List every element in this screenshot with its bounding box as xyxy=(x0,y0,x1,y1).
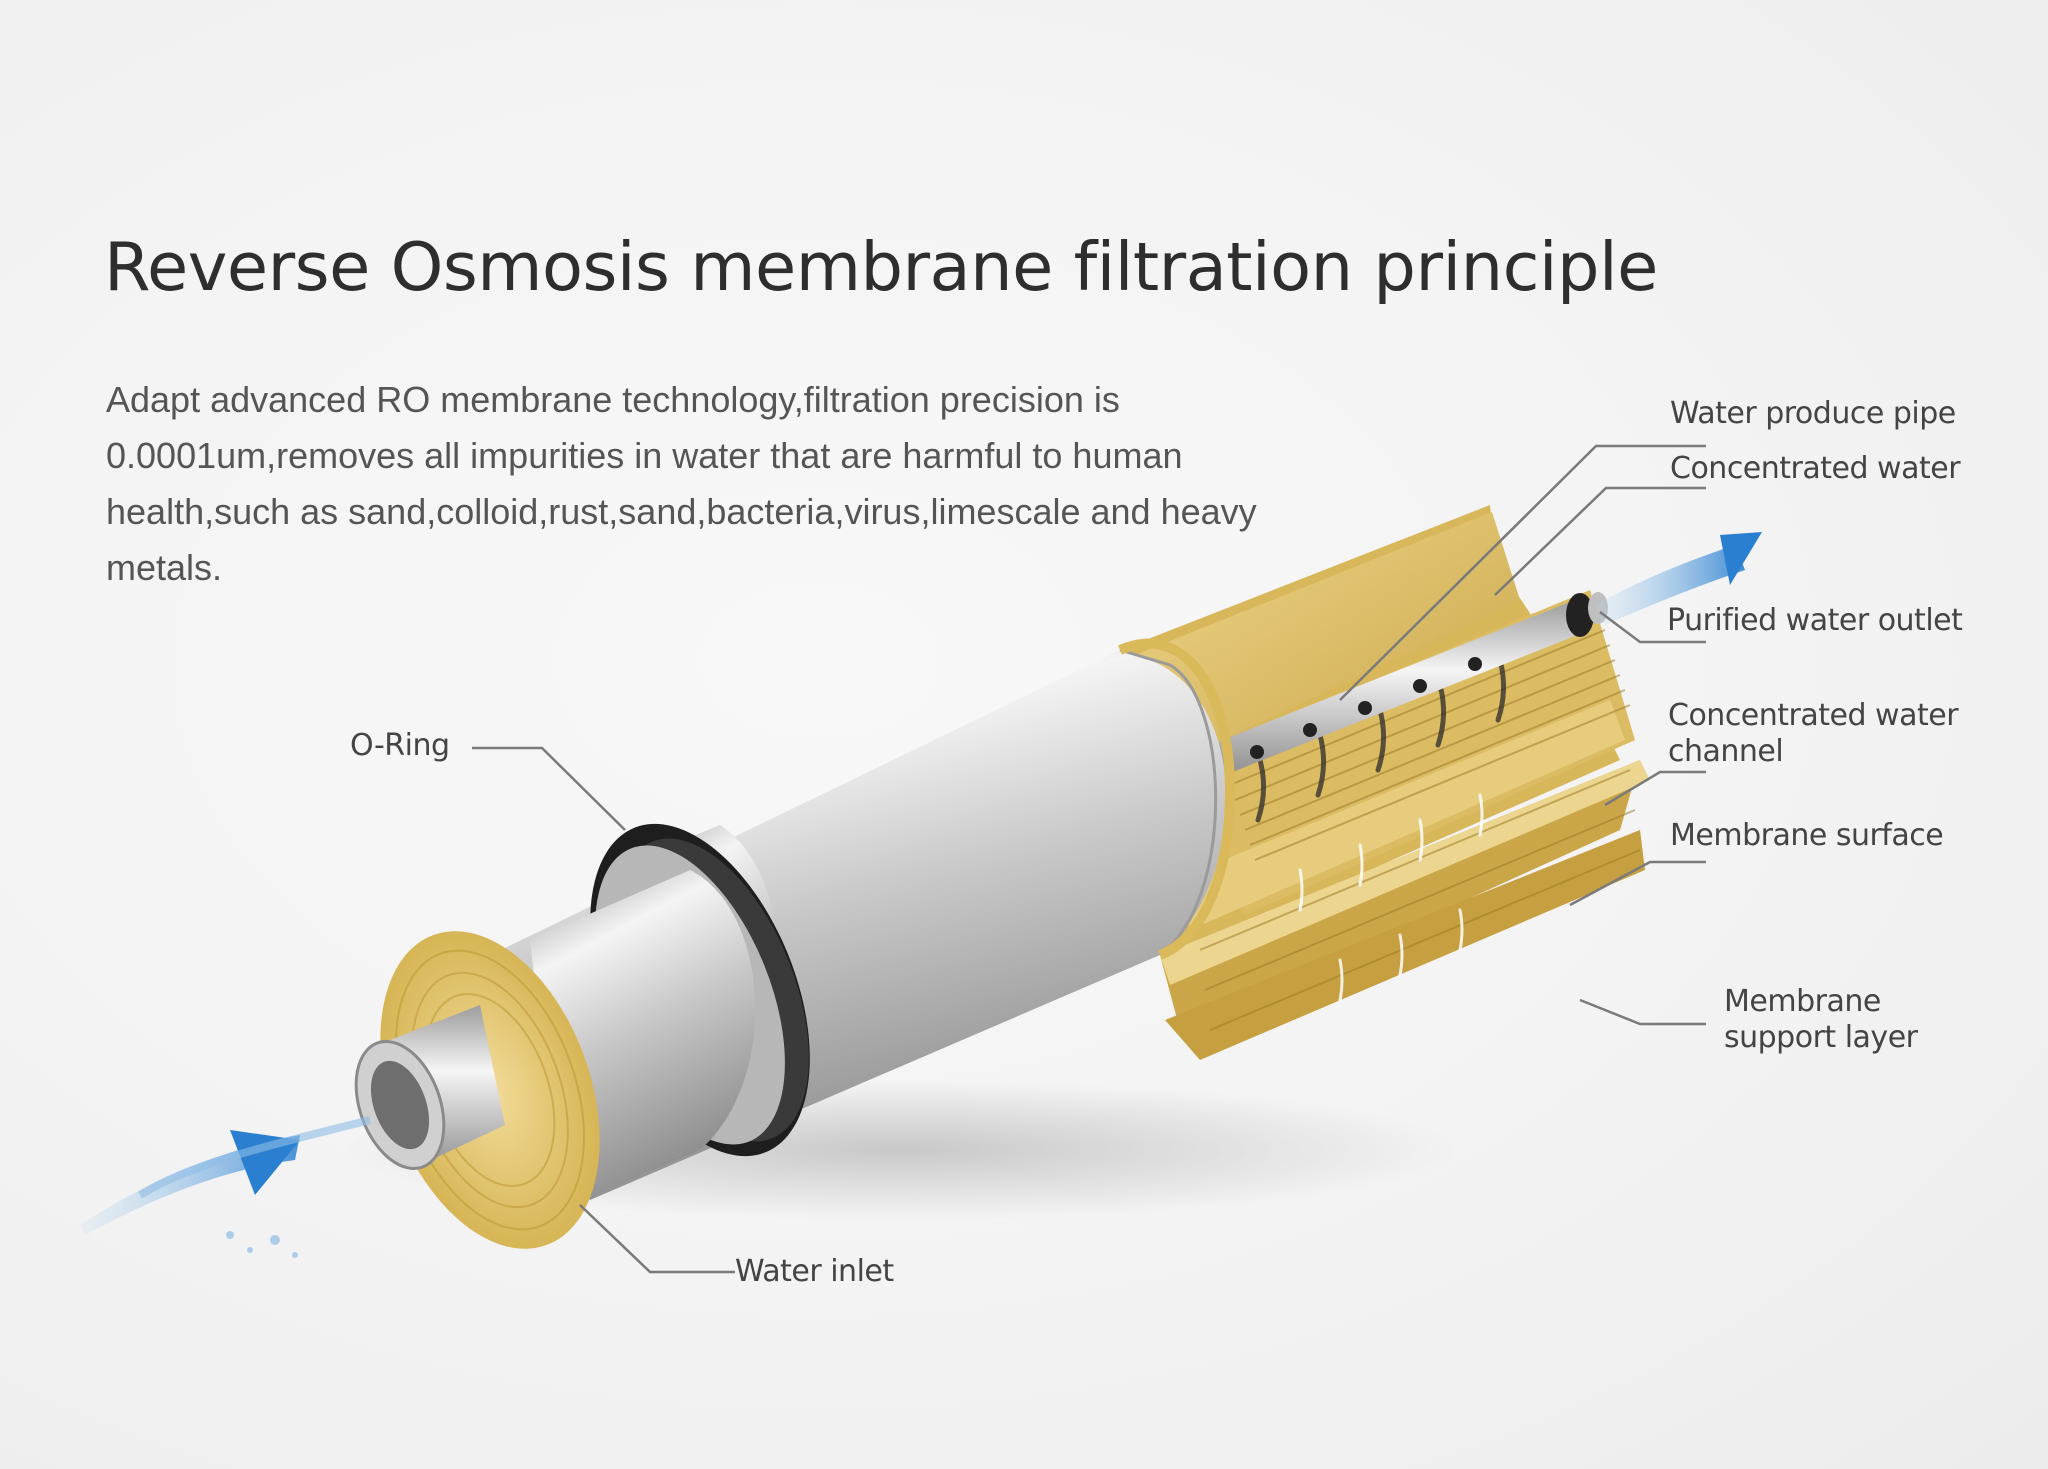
label-concentrated-water-channel-line1: Concentrated water xyxy=(1668,698,1959,733)
label-o-ring: O-Ring xyxy=(350,728,450,763)
label-membrane-support-layer: Membrane support layer xyxy=(1724,984,1918,1056)
leader-o-ring xyxy=(472,746,626,831)
leader-concentrated-water-channel xyxy=(1604,770,1706,807)
label-concentrated-water: Concentrated water xyxy=(1670,451,1961,486)
label-membrane-support-layer-line2: support layer xyxy=(1724,1020,1918,1055)
leader-water-inlet xyxy=(579,1204,735,1274)
label-membrane-support-layer-line1: Membrane xyxy=(1724,984,1881,1019)
leader-purified-water-outlet xyxy=(1599,611,1706,644)
label-concentrated-water-channel-line2: channel xyxy=(1668,734,1784,769)
purified-water-outlet-arrow xyxy=(1595,532,1762,625)
label-concentrated-water-channel: Concentrated water channel xyxy=(1668,698,1959,770)
label-water-produce-pipe: Water produce pipe xyxy=(1670,396,1956,431)
leader-concentrated-water xyxy=(1494,486,1706,596)
leader-lines xyxy=(472,444,1706,1274)
leader-membrane-surface xyxy=(1569,860,1706,907)
membrane-layers xyxy=(1120,505,1650,1060)
water-produce-pipe xyxy=(1210,592,1608,775)
left-end-section xyxy=(354,870,756,1249)
label-water-inlet: Water inlet xyxy=(735,1254,894,1289)
water-inlet-arrow xyxy=(80,1116,371,1258)
leader-membrane-support-layer xyxy=(1579,998,1706,1026)
label-purified-water-outlet: Purified water outlet xyxy=(1667,603,1963,638)
page-title: Reverse Osmosis membrane filtration prin… xyxy=(104,228,1658,306)
leader-water-produce-pipe xyxy=(1339,444,1706,701)
label-membrane-surface: Membrane surface xyxy=(1670,818,1944,853)
description-text: Adapt advanced RO membrane technology,fi… xyxy=(106,379,1257,588)
